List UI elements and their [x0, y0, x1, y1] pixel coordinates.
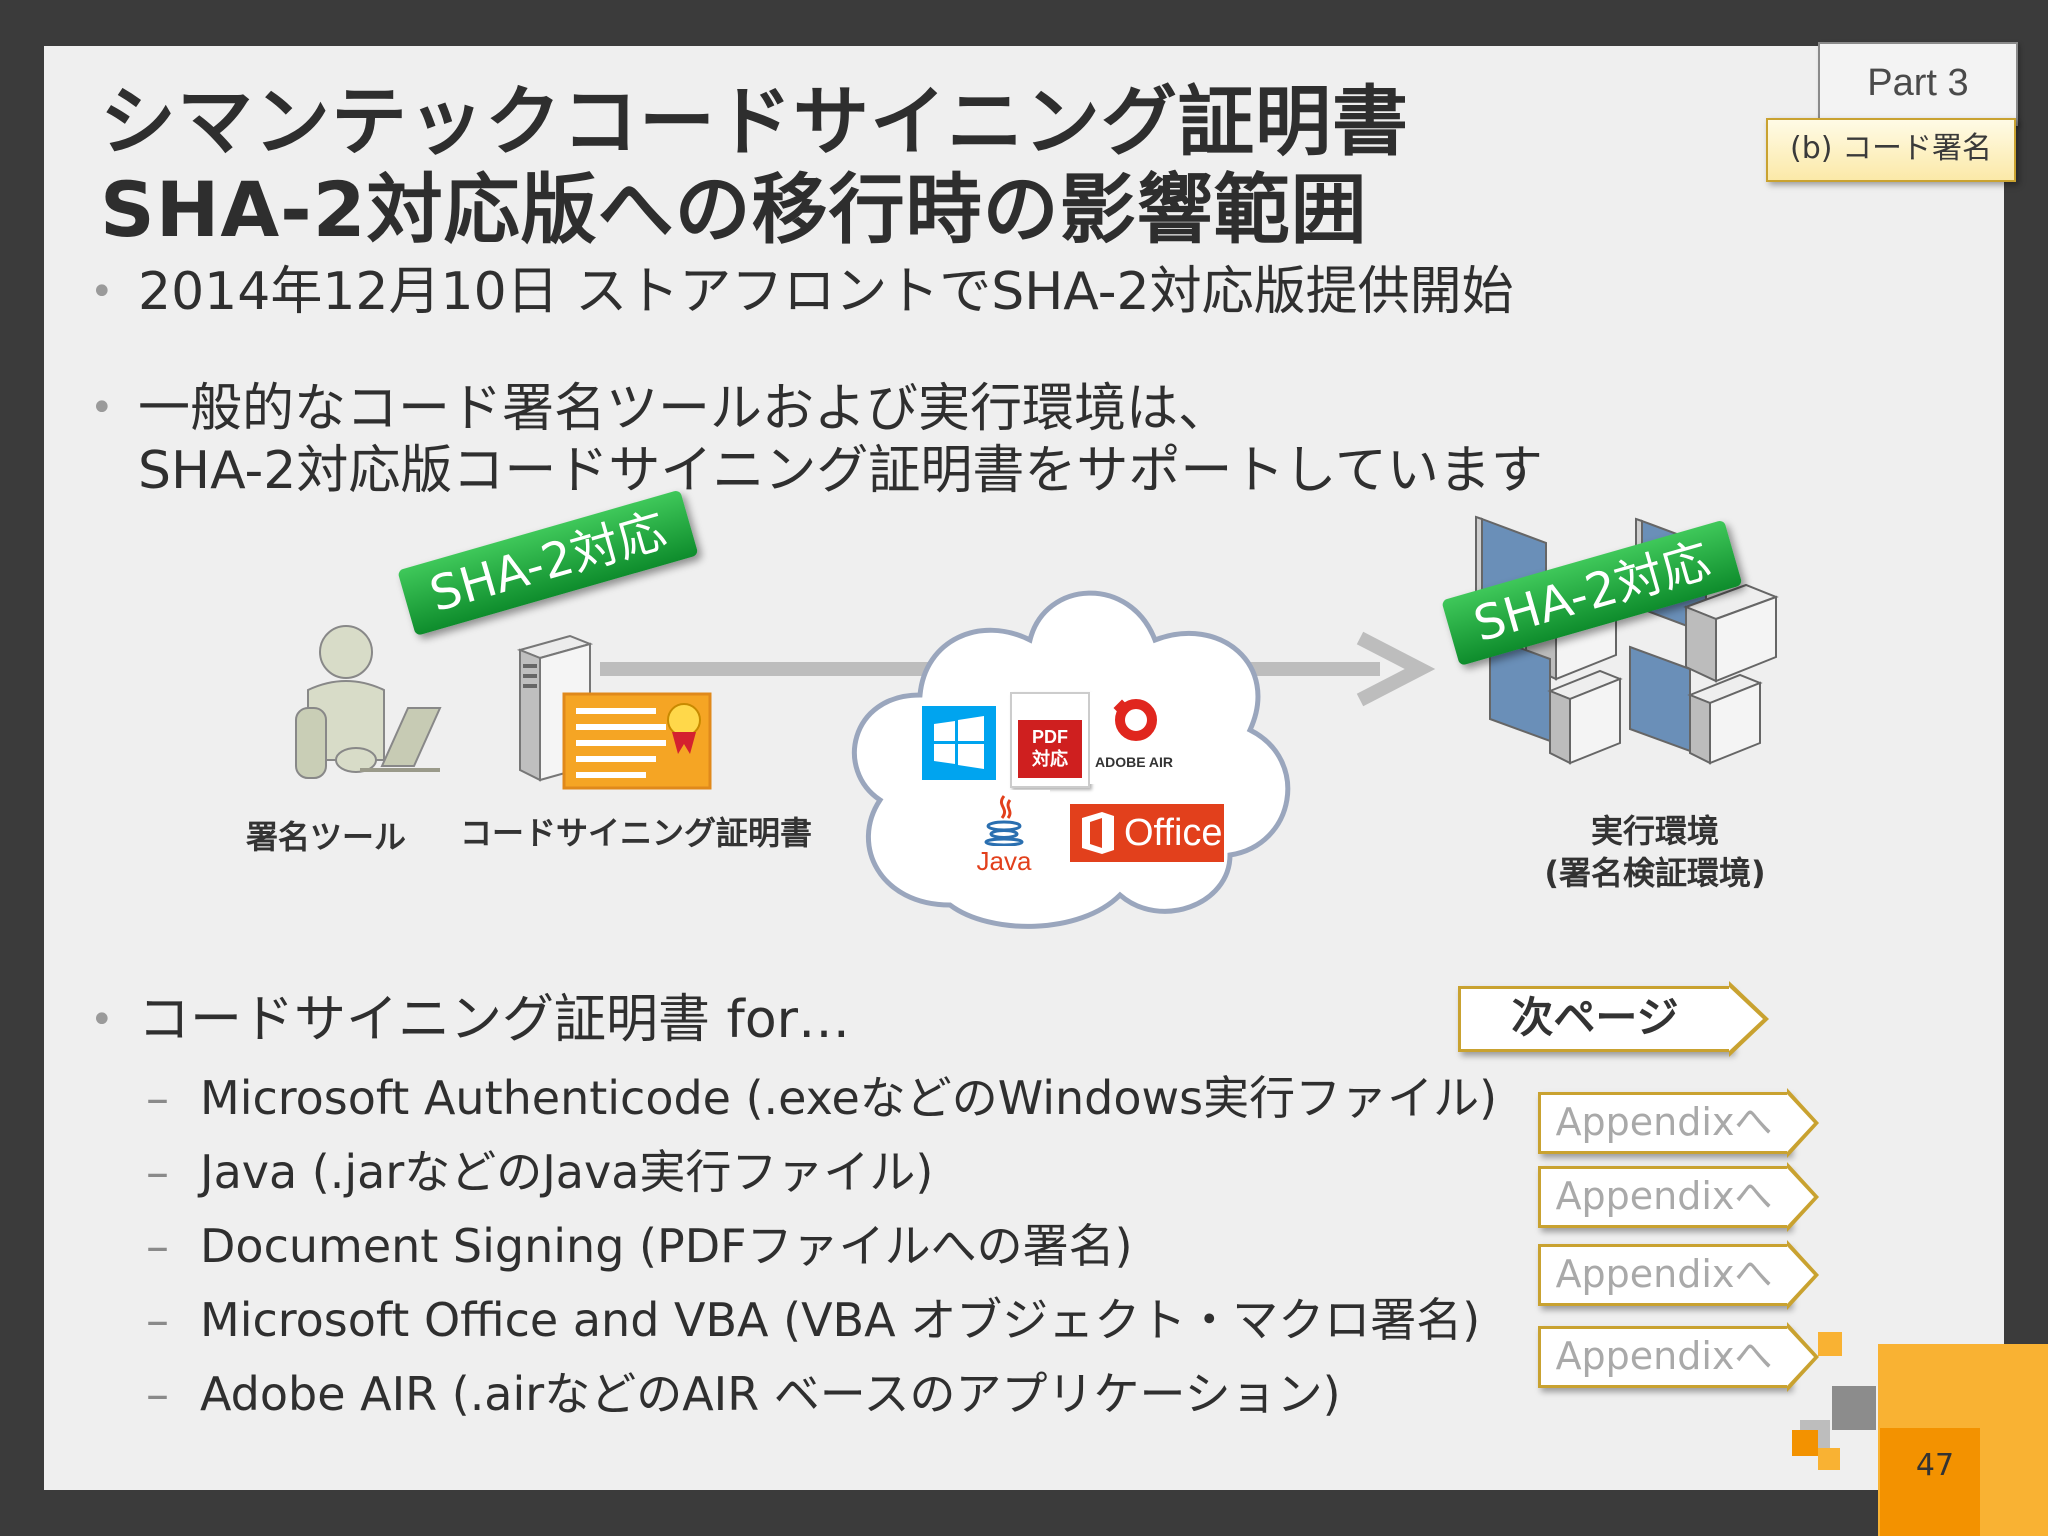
label-env-line-1: 実行環境	[1590, 812, 1719, 850]
pdf-icon: PDF 対応	[1010, 692, 1090, 788]
sub-item-office-vba: –Microsoft Office and VBA (VBA オブジェクト・マク…	[146, 1292, 1480, 1348]
sub-item-text: Microsoft Authenticode (.exeなどのWindows実行…	[200, 1071, 1498, 1125]
bullet-text: 2014年12月10日 ストアフロントでSHA-2対応版提供開始	[138, 262, 1514, 322]
part-tab: Part 3	[1818, 42, 2018, 126]
appendix-label: Appendixへ	[1555, 1334, 1773, 1378]
appendix-label: Appendixへ	[1555, 1174, 1773, 1218]
bullet-text-line-1: 一般的なコード署名ツールおよび実行環境は、	[138, 379, 1231, 439]
adobe-air-logo: ADOBE AIR	[1090, 692, 1178, 784]
appendix-button-document-signing[interactable]: Appendixへ	[1538, 1240, 1819, 1310]
java-cup-icon	[984, 795, 1024, 846]
sub-item-text: Microsoft Office and VBA (VBA オブジェクト・マクロ…	[200, 1293, 1481, 1347]
sub-item-document-signing: –Document Signing (PDFファイルへの署名)	[146, 1218, 1133, 1274]
pdf-label: PDF	[1032, 727, 1068, 747]
appendix-button-office-vba[interactable]: Appendixへ	[1538, 1322, 1819, 1392]
title-line-1: シマンテックコードサイニング証明書	[100, 77, 1409, 166]
sub-item-text: Adobe AIR (.airなどのAIR ベースのアプリケーション)	[200, 1367, 1341, 1421]
office-logo: Office	[1070, 804, 1224, 862]
appendix-label: Appendixへ	[1555, 1252, 1773, 1296]
bullet-dot: •	[90, 269, 114, 315]
page-title: シマンテックコードサイニング証明書 SHA-2対応版への移行時の影響範囲	[100, 78, 1409, 254]
next-page-label: 次ページ	[1511, 993, 1679, 1042]
label-signing-tool: 署名ツール	[246, 818, 407, 856]
bullet-text: コードサイニング証明書 for…	[138, 990, 851, 1050]
pdf-label-jp: 対応	[1032, 749, 1068, 769]
bullet-dot: •	[90, 385, 114, 431]
title-line-2: SHA-2対応版への移行時の影響範囲	[100, 165, 1368, 254]
appendix-button-authenticode[interactable]: Appendixへ	[1538, 1088, 1819, 1158]
java-label: Java	[976, 846, 1032, 876]
sub-item-text: Document Signing (PDFファイルへの署名)	[200, 1219, 1133, 1273]
adobe-air-icon	[1113, 699, 1157, 741]
bullet-dot: •	[90, 997, 114, 1043]
appendix-button-java[interactable]: Appendixへ	[1538, 1162, 1819, 1232]
bullet-text: 一般的なコード署名ツールおよび実行環境は、 SHA-2対応版コードサイニング証明…	[138, 378, 1543, 502]
java-logo: Java	[958, 790, 1050, 882]
label-env-line-2: (署名検証環境)	[1544, 854, 1766, 892]
label-execution-env: 実行環境 (署名検証環境)	[1520, 810, 1790, 894]
appendix-label: Appendixへ	[1555, 1100, 1773, 1144]
office-label: Office	[1124, 812, 1223, 854]
section-tag: (b) コード署名	[1766, 118, 2016, 182]
page-number: 47	[1915, 1448, 1955, 1483]
windows-icon	[922, 706, 996, 780]
certificate-icon	[562, 692, 712, 790]
adobe-air-label: ADOBE AIR	[1094, 754, 1174, 770]
bullet-text-line-2: SHA-2対応版コードサイニング証明書をサポートしています	[138, 441, 1543, 501]
sub-dash: –	[146, 1145, 169, 1199]
sub-dash: –	[146, 1219, 169, 1273]
sub-dash: –	[146, 1367, 169, 1421]
label-code-signing-cert: コードサイニング証明書	[460, 814, 813, 852]
person-at-laptop-icon	[295, 625, 442, 779]
sub-item-text: Java (.jarなどのJava実行ファイル)	[200, 1145, 934, 1199]
next-page-button[interactable]: 次ページ	[1458, 981, 1769, 1057]
sub-dash: –	[146, 1293, 169, 1347]
sub-item-java: –Java (.jarなどのJava実行ファイル)	[146, 1144, 933, 1200]
sub-dash: –	[146, 1071, 169, 1125]
office-icon	[1082, 812, 1114, 854]
decorative-squares	[1792, 1332, 2048, 1536]
sub-item-adobe-air: –Adobe AIR (.airなどのAIR ベースのアプリケーション)	[146, 1366, 1341, 1422]
sub-item-authenticode: –Microsoft Authenticode (.exeなどのWindows実…	[146, 1070, 1497, 1126]
